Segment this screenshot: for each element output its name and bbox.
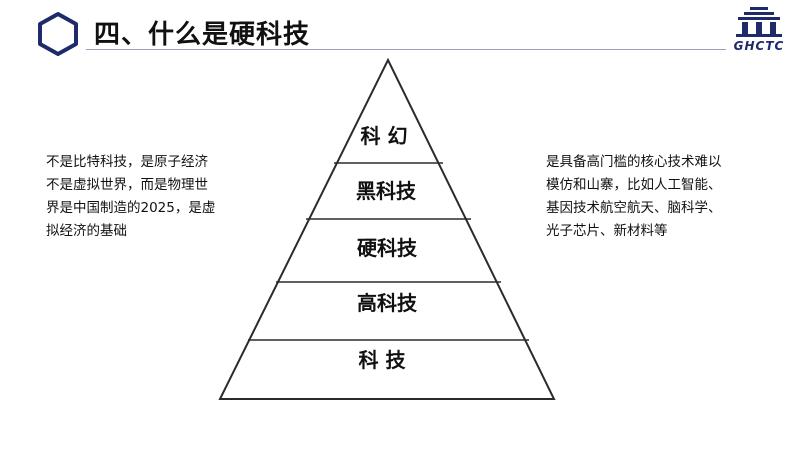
title-divider	[86, 49, 726, 50]
pyramid-level-2-label: 黑科技	[356, 179, 417, 203]
left-note-line: 拟经济的基础	[46, 223, 127, 239]
right-note-line: 光子芯片、新材料等	[546, 223, 668, 239]
hexagon-icon	[38, 12, 78, 56]
pyramid-level-1-label: 科 幻	[361, 124, 408, 148]
right-note: 是具备高门槛的核心技术难以 模仿和山寨，比如人工智能、 基因技术航空航天、脑科学…	[546, 151, 766, 243]
left-note-line: 不是虚拟世界，而是物理世	[46, 177, 208, 193]
left-note-line: 界是中国制造的2025，是虚	[46, 200, 216, 216]
left-note: 不是比特科技，是原子经济 不是虚拟世界，而是物理世 界是中国制造的2025，是虚…	[46, 151, 256, 243]
left-note-line: 不是比特科技，是原子经济	[46, 154, 208, 170]
pyramid-level-4-label: 高科技	[357, 291, 418, 315]
page-title: 四、什么是硬科技	[94, 20, 311, 50]
ghctc-logo: GHCTC	[734, 7, 785, 52]
right-note-line: 基因技术航空航天、脑科学、	[546, 200, 722, 216]
pyramid-outline	[218, 57, 556, 400]
right-note-line: 模仿和山寨，比如人工智能、	[546, 177, 722, 193]
pyramid-level-5-label: 科 技	[359, 348, 407, 372]
pyramid-level-3-label: 硬科技	[357, 236, 418, 260]
right-note-line: 是具备高门槛的核心技术难以	[546, 154, 722, 170]
logo-text: GHCTC	[734, 39, 785, 52]
